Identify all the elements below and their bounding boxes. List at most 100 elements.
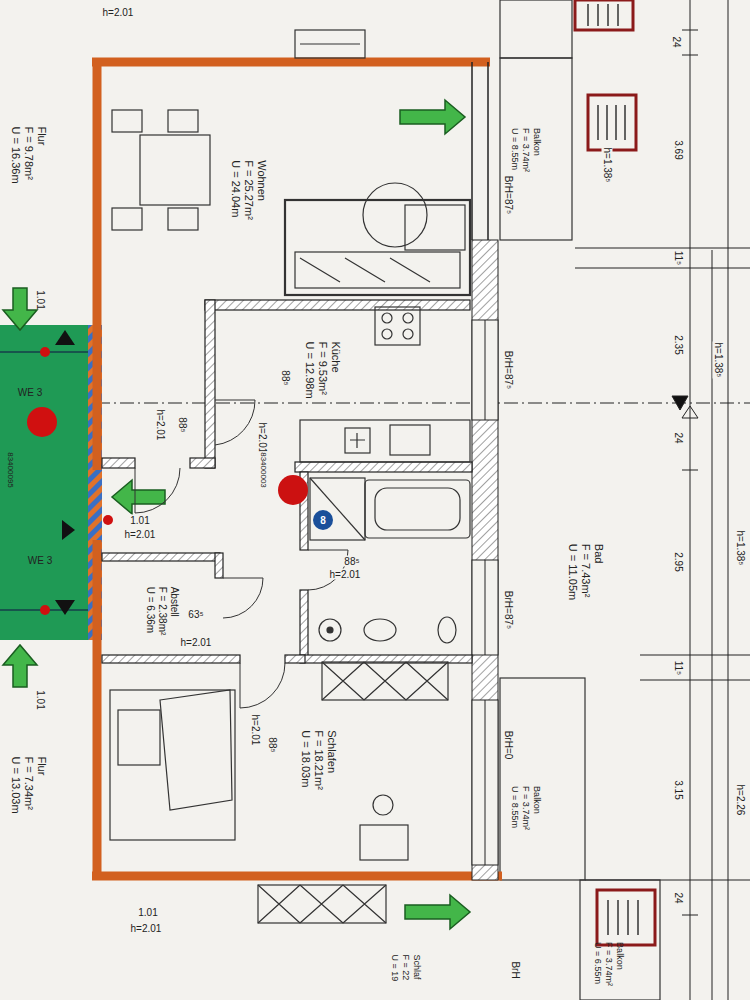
room-area: FlurF = 9.78m²U = 16.36m — [0, 60, 88, 322]
railing-bars — [606, 105, 608, 140]
furniture — [322, 662, 448, 700]
railing-bars — [617, 900, 619, 935]
room-name: Bad — [592, 544, 605, 600]
room-measure: U = 13.03m — [9, 756, 22, 813]
dimension-label: WE 3 — [27, 555, 53, 566]
entry-arrow — [3, 645, 37, 687]
interior-wall — [102, 300, 472, 663]
furniture — [285, 200, 470, 295]
room-measure: F = 7.43m² — [579, 544, 592, 600]
exterior-wall — [472, 320, 498, 420]
furniture — [160, 690, 232, 810]
furniture — [110, 690, 235, 840]
dimension-label: h=2.01 — [155, 409, 166, 442]
dimension-label: BrH — [510, 960, 521, 979]
furniture — [403, 329, 413, 339]
balcony-outline — [500, 58, 572, 240]
room-measure: U = 6.36m — [144, 587, 156, 636]
furniture — [345, 428, 370, 453]
dimension-lines — [640, 655, 750, 656]
room-measure: F = 18.21m² — [312, 730, 325, 790]
furniture — [322, 662, 448, 700]
dimension-label: 88⁵ — [280, 369, 291, 386]
furniture — [327, 627, 333, 633]
room-label: BalkonF = 3.74m²U = 8.55m — [509, 128, 542, 172]
dimension-lines — [575, 268, 750, 269]
dimension-lines — [682, 406, 698, 418]
railing-bars — [588, 4, 638, 935]
railing-icon — [588, 95, 636, 150]
room-measure: F = 2.38m² — [156, 587, 168, 636]
room-name: Küche — [329, 341, 342, 398]
furniture — [118, 710, 160, 765]
furniture — [403, 313, 413, 323]
dimension-label: BrH=87⁵ — [503, 350, 514, 390]
room-label: FlurF = 7.34m²U = 13.03m — [9, 756, 48, 813]
furniture — [363, 183, 427, 247]
exterior-wall — [472, 240, 498, 880]
room-label: BadF = 7.43m²U = 11.05m — [566, 544, 605, 600]
door-swing — [223, 578, 263, 618]
marker-circle — [278, 475, 308, 505]
room-name: Balkon — [531, 128, 542, 172]
interior-wall — [215, 553, 223, 578]
dimension-label: 63⁵ — [187, 609, 204, 620]
room-label: SchlafF = 22U = 19 — [389, 955, 422, 982]
room-measure: F = 25.27m² — [242, 160, 255, 220]
door-swing — [215, 400, 255, 445]
railing-bars — [607, 4, 609, 26]
interior-wall — [190, 458, 215, 468]
furniture — [373, 795, 393, 815]
interior-wall — [300, 590, 308, 660]
balcony-outline — [580, 880, 660, 1000]
staircase-area — [55, 330, 75, 345]
dimension-lines — [682, 470, 698, 471]
furniture — [310, 478, 365, 540]
room-measure: F = 9.53m² — [316, 341, 329, 398]
room-measure: F = 22 — [400, 955, 411, 982]
dimension-label: h=2.01 — [102, 7, 135, 18]
dimension-label: h=2.01 — [329, 569, 362, 580]
furniture — [365, 480, 470, 538]
furniture — [295, 252, 460, 288]
dimension-label: h=2.01 — [124, 529, 157, 540]
dimension-lines — [728, 0, 729, 1000]
railing-bars — [615, 105, 617, 140]
staircase-area — [0, 325, 90, 640]
balcony-outline — [500, 0, 572, 58]
dimension-label: h=1.38⁵ — [602, 146, 613, 183]
room-measure: F = 9.78m² — [22, 126, 35, 183]
exterior-wall — [485, 700, 486, 865]
room-measure: F = 3.74m² — [520, 128, 531, 172]
railing-bars — [637, 900, 639, 935]
furniture — [168, 208, 198, 230]
dimension-label: BrH=87⁵ — [503, 175, 514, 215]
callout-number: 8 — [319, 515, 327, 526]
dimension-label: 2.95 — [673, 551, 684, 572]
room-label: BalkonF = 3.74m²U = 6.55m — [592, 942, 625, 986]
room-label: KücheF = 9.53m²U = 12.98m — [303, 341, 342, 398]
room-name: Schlafen — [325, 730, 338, 790]
exterior-wall — [472, 560, 498, 655]
dimension-label: 11⁵ — [673, 660, 684, 677]
dimension-lines — [0, 402, 750, 403]
furniture — [140, 135, 210, 205]
room-measure: F = 3.74m² — [520, 786, 531, 830]
room-measure: F = 7.34m² — [22, 756, 35, 813]
railing-icon — [597, 890, 655, 945]
railing-bars — [597, 4, 599, 26]
staircase-area — [62, 520, 75, 540]
dimension-label: 88⁵ — [177, 416, 188, 433]
staircase-area — [103, 515, 113, 525]
furniture — [382, 313, 392, 323]
dimension-label: h=2.01 — [250, 714, 261, 747]
dimension-label: 3.69 — [673, 139, 684, 160]
room-label: AbstellF = 2.38m²U = 6.36m — [144, 587, 180, 636]
marker-circle — [313, 510, 333, 530]
staircase-area — [55, 600, 75, 615]
dimension-label: WE 3 — [17, 387, 43, 398]
room-label: BalkonF = 3.74m²U = 8.55m — [509, 786, 542, 830]
dimension-label: h=2.01 — [130, 923, 163, 934]
